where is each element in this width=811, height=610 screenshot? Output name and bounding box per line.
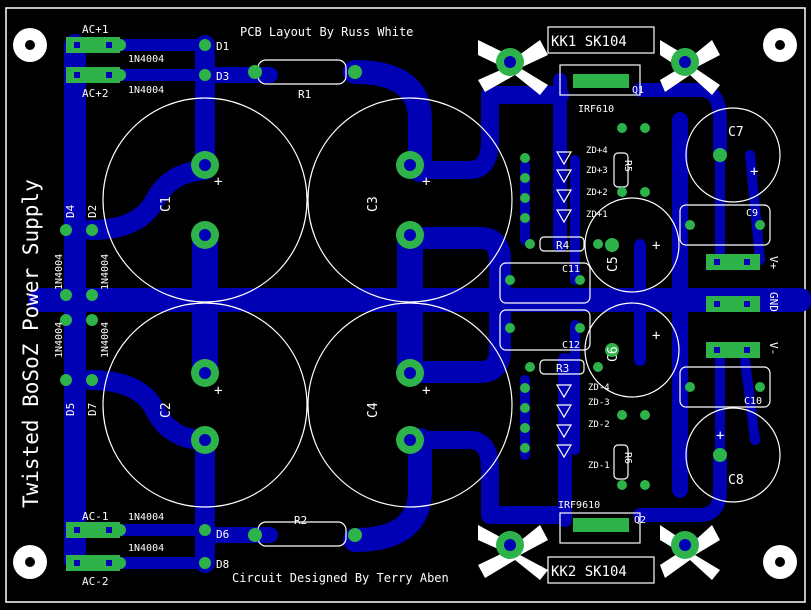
- zener-symbols: [555, 151, 573, 459]
- silkscreen: [102, 26, 781, 584]
- resistor-r2-label: R2: [294, 514, 307, 527]
- cap-c7-plus: +: [750, 164, 758, 180]
- cap-c7-outline: [685, 107, 781, 203]
- cap-c2-outline: [102, 302, 308, 508]
- diode-d6-part: 1N4004: [128, 512, 164, 523]
- cap-c6-plus: +: [652, 328, 660, 344]
- diode-d7-label: D7: [86, 403, 99, 416]
- layout-credit: PCB Layout By Russ White: [240, 25, 413, 39]
- diode-d7-part: 1N4004: [100, 322, 111, 358]
- cap-c3-outline: [307, 97, 513, 303]
- ac-minus-2-label: AC-2: [82, 575, 109, 588]
- cap-c12-label: C12: [562, 340, 580, 351]
- output-vplus-label: V+: [767, 256, 780, 270]
- transistor-q2-body: [559, 512, 641, 544]
- ac-minus-1-label: AC-1: [82, 510, 109, 523]
- diode-d1-label: D1: [216, 40, 229, 53]
- cap-c5-outline: [584, 197, 680, 293]
- diode-d4-label: D4: [64, 204, 77, 218]
- zener-zd1m-label: ZD-1: [588, 461, 610, 471]
- diode-d3-label: D3: [216, 70, 229, 83]
- ac-plus-2-label: AC+2: [82, 87, 109, 100]
- resistor-r5-body: [613, 152, 629, 188]
- diode-d5-part: 1N4004: [54, 322, 65, 358]
- cap-c10-outline: [679, 366, 771, 408]
- resistor-r3-label: R3: [556, 362, 569, 375]
- resistor-r3-body: [539, 359, 585, 375]
- zener-zd3m-label: ZD-3: [588, 398, 610, 408]
- cap-c8-label: C8: [728, 473, 744, 488]
- transistor-q1-body: [559, 64, 641, 96]
- resistor-r1-label: R1: [298, 88, 311, 101]
- diode-d1-part: 1N4004: [128, 54, 164, 65]
- resistor-r4-label: R4: [556, 239, 570, 252]
- resistor-r5-label: R5: [622, 160, 633, 172]
- cap-c6-label: C6: [606, 346, 621, 362]
- cap-c5-label: C5: [606, 256, 621, 272]
- transistor-q2-label: Q2: [634, 515, 646, 526]
- transistor-q2-part: IRF9610: [558, 500, 600, 511]
- transistor-q1-label: Q1: [632, 85, 644, 96]
- zener-zd4m-label: ZD-4: [588, 383, 610, 393]
- cap-c11-outline: [499, 262, 591, 304]
- diode-d2-label: D2: [86, 205, 99, 218]
- resistor-r6-body: [613, 444, 629, 480]
- cap-c10-label: C10: [744, 396, 762, 407]
- diode-d5-label: D5: [64, 403, 77, 416]
- heatsink-kk1-label-box: [547, 26, 655, 54]
- mounting-holes: [13, 28, 797, 579]
- diode-d3-part: 1N4004: [128, 85, 164, 96]
- board-title: Twisted BoSoZ Power Supply: [19, 179, 43, 508]
- resistor-r4-body: [539, 236, 585, 252]
- cap-c4-plus: +: [422, 383, 430, 399]
- cap-c8-outline: [685, 407, 781, 503]
- diode-d2-part: 1N4004: [100, 254, 111, 290]
- cap-c1-plus: +: [214, 174, 222, 190]
- zener-zd2p-label: ZD+2: [586, 188, 608, 198]
- cap-c1-label: C1: [159, 196, 174, 212]
- heatsink-kk2-label: KK2 SK104: [551, 564, 627, 580]
- zener-zd2m-label: ZD-2: [588, 420, 610, 430]
- diode-d6-label: D6: [216, 528, 229, 541]
- resistor-r6-label: R6: [622, 452, 633, 464]
- circuit-credit: Circuit Designed By Terry Aben: [232, 571, 449, 585]
- cap-c7-label: C7: [728, 125, 744, 140]
- output-gnd-label: GND: [767, 292, 780, 312]
- cap-c2-plus: +: [214, 383, 222, 399]
- cap-c3-label: C3: [366, 196, 381, 212]
- diode-d4-part: 1N4004: [54, 254, 65, 290]
- output-vminus-label: V-: [767, 342, 780, 355]
- cap-c8-plus: +: [716, 428, 724, 444]
- transistor-q1-part: IRF610: [578, 104, 614, 115]
- copper-traces: [28, 34, 811, 573]
- zener-zd3p-label: ZD+3: [586, 166, 608, 176]
- cap-c4-label: C4: [366, 402, 381, 418]
- cap-c2-label: C2: [159, 402, 174, 418]
- cap-c11-label: C11: [562, 264, 580, 275]
- cap-c5-plus: +: [652, 238, 660, 254]
- ac-plus-1-label: AC+1: [82, 23, 109, 36]
- cap-c9-outline: [679, 204, 771, 246]
- pads: [60, 37, 765, 571]
- heatsink-kk1-label: KK1 SK104: [551, 34, 627, 50]
- zener-zd4p-label: ZD+4: [586, 146, 608, 156]
- cap-c3-plus: +: [422, 174, 430, 190]
- cap-c9-label: C9: [746, 208, 758, 219]
- cap-c4-outline: [307, 302, 513, 508]
- diode-d8-part: 1N4004: [128, 543, 164, 554]
- cap-c12-outline: [499, 309, 591, 351]
- diode-d8-label: D8: [216, 558, 229, 571]
- cap-c1-outline: [102, 97, 308, 303]
- zener-zd1p-label: ZD+1: [586, 210, 608, 220]
